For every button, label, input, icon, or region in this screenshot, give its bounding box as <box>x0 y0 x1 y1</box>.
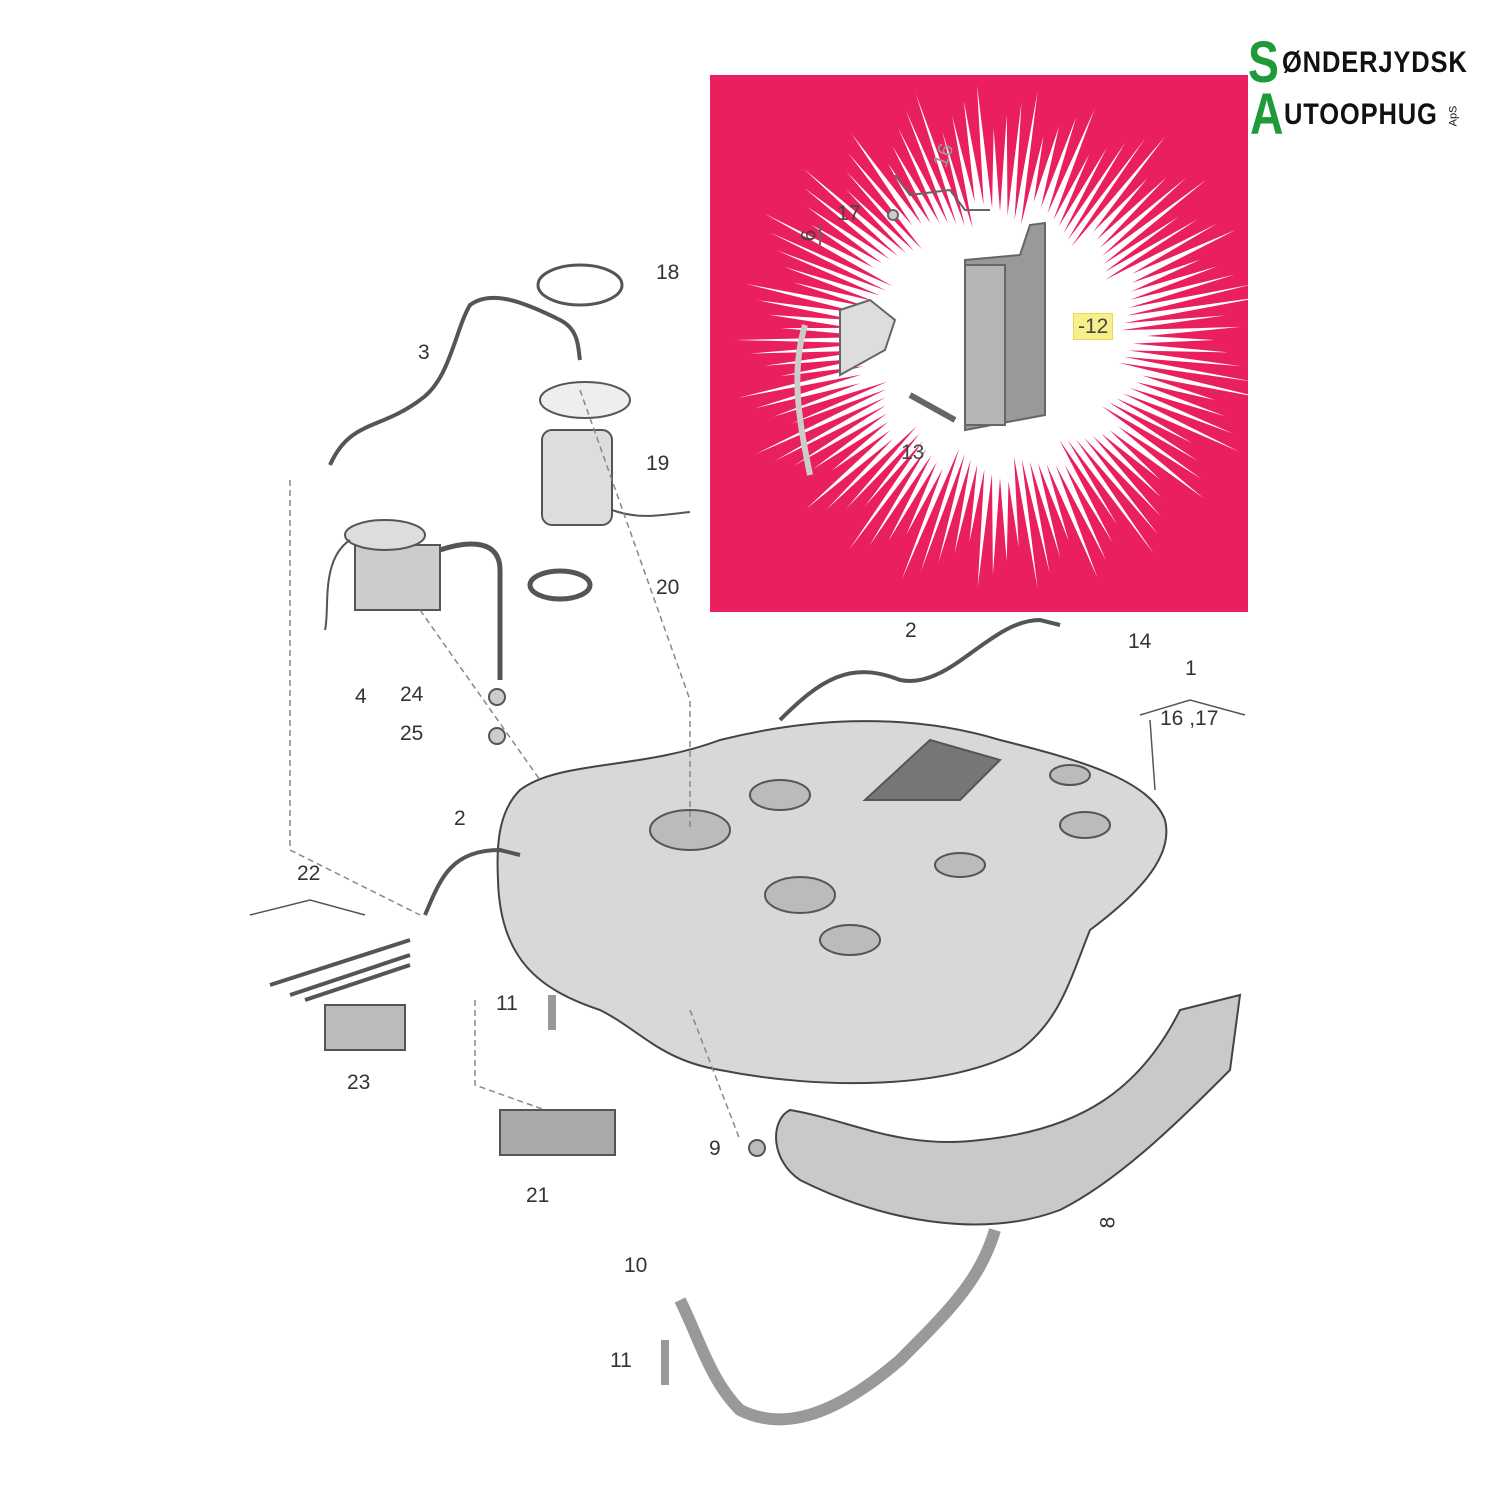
callout-11-upper: 11 <box>496 992 518 1015</box>
level-sender-4 <box>324 519 503 680</box>
callout-21: 21 <box>526 1184 550 1207</box>
callout-9: 9 <box>709 1137 721 1160</box>
pipe-3 <box>328 295 582 466</box>
callout-20: 20 <box>656 576 680 599</box>
inset-callout-13: 13 <box>901 441 925 464</box>
wires-22 <box>269 938 411 1002</box>
logo-line-1: ØNDERJYDSK <box>1282 46 1468 79</box>
strap-10 <box>674 1228 1001 1426</box>
inset-callout-12-highlighted: -12 <box>1073 313 1114 340</box>
callout-3: 3 <box>418 341 430 364</box>
highlight-inset: 16 17 6 -12 13 <box>710 75 1248 612</box>
lock-ring-20 <box>527 568 593 602</box>
callout-2-lower: 2 <box>454 807 466 830</box>
callout-1: 1 <box>1185 657 1197 680</box>
starburst <box>735 85 1248 590</box>
inset-callout-6: 6 <box>797 229 821 242</box>
callout-11-lower: 11 <box>610 1349 632 1372</box>
callout-24: 24 <box>400 683 424 706</box>
callout-8: 8 <box>1096 1216 1120 1229</box>
bracket-21 <box>499 1109 616 1156</box>
callout-18: 18 <box>656 261 680 284</box>
seal-ring-18 <box>536 263 624 307</box>
callout-25: 25 <box>400 722 424 745</box>
logo-initial-a: A <box>1250 82 1284 147</box>
logo-aps: ApS <box>1447 105 1460 127</box>
inset-callout-17: 17 <box>837 202 861 225</box>
logo-line-2: UTOOPHUG <box>1284 98 1438 131</box>
callout-2-upper: 2 <box>905 619 917 642</box>
callout-14: 14 <box>1128 630 1152 653</box>
pipe-2 <box>423 847 521 916</box>
nut-9 <box>748 1139 766 1157</box>
callout-23: 23 <box>347 1071 371 1094</box>
callout-22: 22 <box>297 862 321 885</box>
heat-shield-8 <box>775 993 1242 1226</box>
callout-4: 4 <box>355 685 367 708</box>
company-logo: S ØNDERJYDSK A UTOOPHUG ApS <box>1248 34 1473 144</box>
logo-initial-s: S <box>1248 30 1279 95</box>
callout-16-17: 16 ,17 <box>1160 707 1219 730</box>
pipe-2-upper <box>778 617 1061 722</box>
callout-19: 19 <box>646 452 670 475</box>
connector-23 <box>324 1004 406 1051</box>
fuel-pump-19 <box>539 381 691 526</box>
callout-10: 10 <box>624 1254 648 1277</box>
